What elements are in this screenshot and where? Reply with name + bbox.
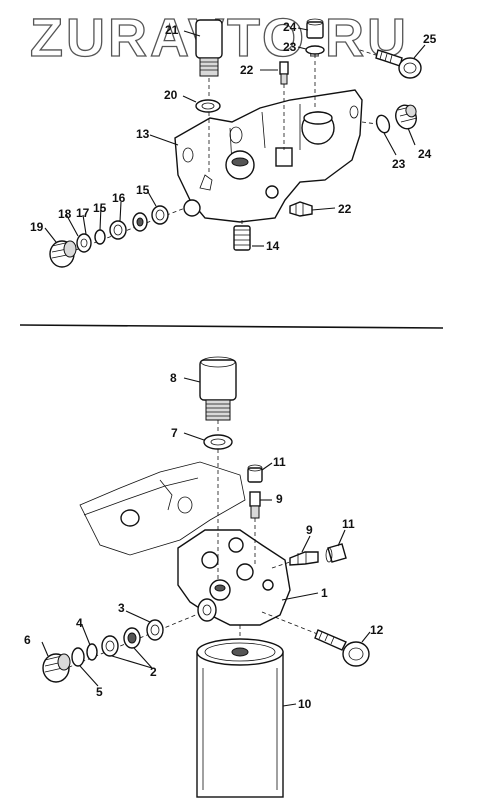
- label-21: 21: [165, 23, 179, 37]
- label-19: 19: [30, 220, 44, 234]
- label-10: 10: [298, 697, 312, 711]
- part-8-sensor: [199, 356, 237, 432]
- label-7: 7: [171, 426, 178, 440]
- label-3: 3: [118, 601, 125, 615]
- label-6: 6: [24, 633, 31, 647]
- part-25-bolt: [359, 49, 422, 79]
- engine-bracket-outline: [79, 461, 246, 556]
- label-15-b: 15: [93, 201, 107, 215]
- label-23: 23: [283, 40, 297, 54]
- part-17-ring: [94, 229, 106, 245]
- part-9-bleed-screw-right: [271, 551, 319, 569]
- top-assembly: 21 24 23 25 22 20 13 23 24 22 15 16 15 1…: [30, 18, 437, 268]
- bottom-assembly: 8 7 11 9 9 11 1 12 3 4 6 5 2 10: [24, 356, 384, 798]
- label-18: 18: [58, 207, 72, 221]
- label-4: 4: [76, 616, 83, 630]
- part-21-sensor: [195, 19, 223, 98]
- label-17: 17: [76, 206, 90, 220]
- part-11-cap: [247, 464, 263, 483]
- part-9-bleed-screw: [249, 491, 261, 565]
- label-11-right: 11: [342, 517, 355, 531]
- part-20-washer: [195, 99, 221, 175]
- label-14: 14: [266, 239, 280, 253]
- part-15-seal-b: [132, 212, 148, 232]
- filter-housing-13: [174, 89, 363, 223]
- part-5-washer: [71, 647, 85, 667]
- part-12-bolt: [261, 611, 370, 667]
- part-15-seal-a: [151, 205, 169, 225]
- label-11: 11: [273, 455, 286, 469]
- part-6-plug: [42, 653, 71, 683]
- part-23-washer-right: [361, 114, 391, 134]
- part-2-washer-b: [101, 635, 119, 657]
- part-23-washer: [305, 45, 325, 108]
- part-22-bleed-screw: [279, 61, 289, 150]
- label-22: 22: [240, 63, 254, 77]
- left-parts-chain: [49, 205, 186, 268]
- bottom-callouts: 8 7 11 9 9 11 1 12 3 4 6 5 2 10: [24, 371, 384, 711]
- label-5: 5: [96, 685, 103, 699]
- label-9-right: 9: [306, 523, 313, 537]
- part-24-plug-right: [395, 104, 418, 130]
- label-16: 16: [112, 191, 126, 205]
- label-9: 9: [276, 492, 283, 506]
- label-24-right: 24: [418, 147, 432, 161]
- section-divider: [19, 324, 444, 329]
- label-20: 20: [164, 88, 178, 102]
- label-2: 2: [150, 665, 157, 679]
- label-25: 25: [423, 32, 437, 46]
- label-13: 13: [136, 127, 150, 141]
- part-16-washer: [109, 220, 127, 240]
- label-15-a: 15: [136, 183, 150, 197]
- label-22-right: 22: [338, 202, 352, 216]
- part-19-plug: [49, 240, 77, 268]
- part-24-cap: [306, 18, 324, 39]
- filter-head-1: [177, 529, 291, 626]
- label-1: 1: [321, 586, 328, 600]
- part-22-bleed-screw-right: [289, 201, 313, 217]
- part-7-washer: [203, 434, 233, 582]
- part-4-ring: [86, 643, 98, 661]
- left-parts-chain-bottom: [42, 613, 199, 683]
- part-3-seal: [146, 619, 164, 641]
- top-callouts: 21 24 23 25 22 20 13 23 24 22 15 16 15 1…: [30, 20, 437, 253]
- part-18-washer: [76, 233, 92, 253]
- label-8: 8: [170, 371, 177, 385]
- part-14-spring: [233, 220, 251, 251]
- part-11-cap-right: [325, 543, 347, 563]
- label-12: 12: [370, 623, 384, 637]
- part-2-washer-a: [123, 627, 141, 649]
- label-24: 24: [283, 20, 297, 34]
- part-10-filter: [196, 625, 284, 798]
- label-23-right: 23: [392, 157, 406, 171]
